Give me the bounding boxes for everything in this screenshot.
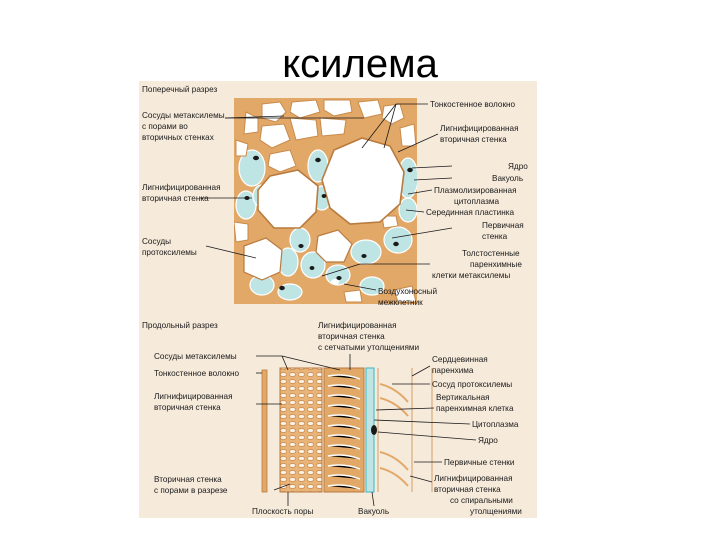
longitudinal-nucleus	[371, 425, 377, 435]
slide-title: ксилема	[282, 42, 438, 86]
reticulate-vessel	[323, 367, 365, 493]
label-thin-fiber: Тонкостенное волокно	[430, 100, 516, 109]
cross-section-drawing	[234, 98, 417, 304]
metaxylem-vessels	[257, 137, 405, 229]
longitudinal-leaders	[256, 354, 477, 507]
label-reticulate-1: Лигнифицированная	[318, 321, 397, 330]
label-pore-plane: Плоскость поры	[252, 507, 314, 516]
longitudinal-section-drawing	[261, 367, 433, 493]
label-vacuole: Вакуоль	[492, 174, 523, 183]
label-long-metaxylem: Сосуды метаксилемы	[154, 352, 237, 361]
spiral-protoxylem	[379, 383, 409, 487]
fiber-lumens	[234, 99, 417, 303]
label-metaxylem-vessels-1: Сосуды метаксилемы	[142, 111, 225, 120]
label-air-space-2: межклетник	[378, 298, 423, 307]
label-metaxylem-vessels-2: с порами во	[142, 122, 188, 131]
label-pores-2: с порами в разрезе	[154, 486, 228, 495]
label-protoxylem-2: протоксилемы	[142, 248, 197, 257]
cross-section-heading: Поперечный разрез	[142, 85, 217, 94]
label-reticulate-3: с сетчатыми утолщениями	[318, 343, 419, 352]
primary-walls	[377, 368, 433, 492]
label-spiral-4: утолщениями	[470, 507, 522, 516]
label-plasmolyzed-1: Плазмолизированная	[434, 186, 517, 195]
label-lignified-wall-2: вторичная стенка	[142, 194, 209, 203]
label-primary-wall-2: стенка	[482, 232, 508, 241]
label-long-vacuole: Вакуоль	[358, 507, 389, 516]
label-primary-walls: Первичные стенки	[444, 458, 514, 467]
label-long-nucleus: Ядро	[478, 436, 498, 445]
label-plasmolyzed-2: цитоплазма	[454, 197, 500, 206]
label-long-lignified-1: Лигнифицированная	[154, 392, 233, 401]
label-thick-parenchyma-1: Толстостенные	[462, 249, 520, 258]
label-pith-1: Сердцевинная	[432, 355, 488, 364]
label-vertical-parenchyma-1: Вертикальная	[436, 393, 490, 402]
label-lignified-wall-1: Лигнифицированная	[142, 183, 221, 192]
label-protoxylem-vessel: Сосуд протоксилемы	[432, 380, 512, 389]
label-middle-lamella: Серединная пластинка	[426, 208, 515, 217]
label-thick-parenchyma-3: клетки метаксилемы	[432, 271, 510, 280]
nuclei	[244, 155, 413, 291]
label-spiral-2: вторичная стенка	[434, 485, 501, 494]
label-spiral-1: Лигнифицированная	[434, 474, 513, 483]
label-air-space-1: Воздухоносный	[378, 287, 437, 296]
label-pith-2: паренхима	[432, 366, 474, 375]
label-protoxylem-1: Сосуды	[142, 237, 171, 246]
pitted-vessel	[279, 367, 323, 493]
protoxylem-vessel	[243, 229, 353, 281]
label-lignified-right-2: вторичная стенка	[440, 135, 507, 144]
label-pores-1: Вторичная стенка	[154, 475, 222, 484]
label-long-lignified-2: вторичная стенка	[154, 403, 221, 412]
cross-section-leaders	[200, 103, 453, 291]
label-long-thin-fiber: Тонкостенное волокно	[154, 369, 240, 378]
label-nucleus: Ядро	[508, 162, 528, 171]
longitudinal-heading: Продольный разрез	[142, 321, 218, 330]
label-metaxylem-vessels-3: вторичных стенках	[142, 133, 214, 142]
label-reticulate-2: вторичная стенка	[318, 332, 385, 341]
label-cytoplasm: Цитоплазма	[472, 420, 519, 429]
label-vertical-parenchyma-2: паренхимная клетка	[436, 404, 514, 413]
label-spiral-3: со спиральными	[450, 496, 513, 505]
air-space	[331, 279, 339, 285]
label-thick-parenchyma-2: паренхимные	[470, 260, 522, 269]
thin-fiber-strip	[261, 369, 268, 493]
label-lignified-right-1: Лигнифицированная	[440, 124, 519, 133]
label-primary-wall-1: Первичная	[482, 221, 524, 230]
